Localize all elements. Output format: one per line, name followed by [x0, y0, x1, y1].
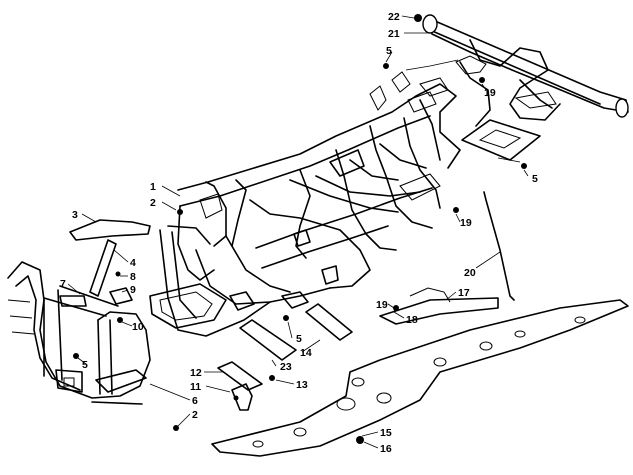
skid-plate-15: [211, 299, 629, 457]
bracket-4: [89, 239, 117, 297]
plate-9: [109, 287, 133, 305]
plate-23: [239, 319, 297, 361]
leader-lines: [67, 15, 529, 449]
callout-23: 23: [280, 361, 292, 373]
rod-20: [483, 191, 515, 301]
callout-20: 20: [464, 267, 476, 279]
callout-4: 4: [130, 257, 136, 269]
callout-5-rack: 5: [532, 173, 538, 185]
front-bumper: [7, 261, 151, 405]
footrest-bracket-17: [409, 287, 451, 303]
callout-5-plate: 5: [296, 333, 302, 345]
callout-22: 22: [388, 11, 400, 23]
callout-5-bumper: 5: [82, 359, 88, 371]
callout-14: 14: [300, 347, 312, 359]
main-frame: [149, 71, 461, 337]
callout-8: 8: [130, 271, 136, 283]
callout-16: 16: [380, 443, 392, 455]
bracket-11: [231, 383, 253, 411]
bracket-3: [69, 219, 151, 241]
callout-19-top: 19: [484, 87, 496, 99]
callout-2-upper: 2: [150, 197, 156, 209]
callout-21: 21: [388, 28, 400, 40]
callout-7: 7: [60, 278, 66, 290]
callout-1: 1: [150, 181, 156, 193]
callout-6: 6: [192, 395, 198, 407]
callouts: 22 21 5 19 5 1 2 3 19 4 8 9 7 20 17 19 1…: [60, 11, 538, 455]
callout-15: 15: [380, 427, 392, 439]
callout-2-lower: 2: [192, 409, 198, 421]
callout-11: 11: [190, 381, 201, 393]
rear-rack: [422, 14, 629, 161]
callout-3: 3: [72, 209, 78, 221]
callout-9: 9: [130, 284, 136, 296]
callout-13: 13: [296, 379, 308, 391]
fasteners: [73, 14, 527, 444]
callout-18: 18: [406, 314, 418, 326]
footrest-17: [379, 297, 499, 325]
plate-14: [305, 303, 353, 341]
plate-12: [217, 361, 263, 391]
skid-plate-holes: [252, 316, 586, 448]
callout-5-top: 5: [386, 45, 392, 57]
callout-19-footrest: 19: [376, 299, 388, 311]
callout-10: 10: [132, 321, 144, 333]
callout-12: 12: [190, 367, 202, 379]
callout-17: 17: [458, 287, 470, 299]
callout-19-mid: 19: [460, 217, 472, 229]
